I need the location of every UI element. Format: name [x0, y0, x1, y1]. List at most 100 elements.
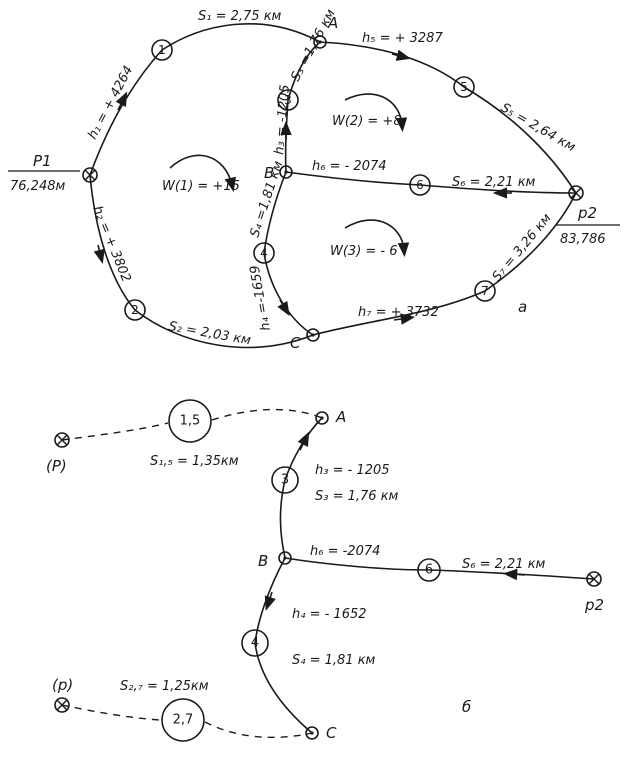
edge-b-4-C: [254, 642, 313, 734]
edge-5-P2: [463, 86, 577, 194]
point-b-B-symbol: [278, 551, 292, 565]
point-C-letter: C: [290, 334, 301, 352]
node-b6-circle: [417, 558, 441, 582]
node-2-circle: [124, 299, 146, 321]
benchmark-p-bottom-symbol: [54, 697, 70, 713]
node-5-label: 5: [460, 80, 468, 94]
panel-a: 1 2 3 4 5 6 7 P1 76,248м p2 83,786 A B C…: [8, 7, 620, 352]
arrow-b-h4: [264, 591, 276, 611]
label-s1: S₁ = 2,75 км: [198, 9, 282, 24]
b-label-s3: S₃ = 1,76 км: [315, 489, 399, 504]
node-b3-label: 3: [281, 473, 289, 488]
point-A-symbol: [313, 35, 327, 49]
node-6-label: 6: [416, 178, 424, 192]
edge-15-A-dashed: [211, 408, 323, 421]
b-point-C-letter: C: [326, 724, 337, 742]
node-1-label: 1: [158, 43, 166, 57]
node-4-circle: [253, 242, 275, 264]
edge-C-7: [312, 290, 486, 336]
benchmark-p2-symbol: [568, 185, 584, 201]
edge-27-C-dashed: [204, 721, 313, 739]
point-b-A-symbol: [315, 411, 329, 425]
label-h3: h₃ = -1205: [272, 84, 293, 155]
edge-p-27-dashed: [61, 704, 161, 721]
panel-b-tag: б: [462, 698, 471, 716]
panel-a-tag: а: [518, 298, 527, 316]
node-3-circle: [277, 89, 299, 111]
b-label-s6: S₆ = 2,21 км: [462, 557, 546, 572]
node-b6-label: 6: [425, 563, 433, 578]
node-27-circle: [161, 698, 205, 742]
panel-b: 1,5 2,7 3 4 6 A B C (P) (p) p2 S₁,₅ = 1,…: [46, 399, 604, 742]
node-15-circle: [168, 399, 212, 443]
edge-1-A: [161, 23, 321, 51]
arrow-h5: [391, 49, 411, 61]
node-2-label: 2: [131, 303, 139, 317]
edge-b-B-4: [254, 557, 286, 644]
node-15-label: 1,5: [180, 414, 201, 429]
loop-arc-2: [344, 93, 408, 133]
label-h4: h₄ =-1659: [248, 264, 274, 332]
node-b4-label: 4: [251, 636, 259, 651]
point-B-letter: B: [264, 164, 274, 182]
label-s6: S₆ = 2,21 км: [452, 175, 536, 190]
b-label-s15: S₁,₅ = 1,35км: [150, 454, 239, 469]
label-h2: h₂ = + 3802: [89, 204, 133, 284]
p1-height: 76,248м: [10, 179, 65, 194]
label-s3: S₃ =1,76 км: [288, 7, 339, 84]
loop-3-label: W(3) = - 6: [330, 244, 398, 259]
node-7-label: 7: [481, 284, 489, 298]
p2-name: p2: [577, 204, 597, 222]
b-P-top-label: (P): [46, 457, 67, 475]
edge-B-4: [263, 171, 287, 254]
arrow-h1: [115, 91, 128, 111]
label-h7: h₇ = + 3732: [358, 305, 439, 320]
label-h6: h₆ = - 2074: [312, 159, 387, 174]
edge-B-6: [285, 171, 421, 186]
b-label-h6: h₆ = -2074: [310, 544, 380, 559]
point-C-symbol: [306, 328, 320, 342]
b-p-bottom-label: (p): [52, 676, 73, 694]
benchmark-p2-b-symbol: [586, 571, 602, 587]
p1-name: P1: [33, 152, 52, 170]
loop-arc-1: [169, 154, 236, 193]
b-label-s4: S₄ = 1,81 км: [292, 653, 376, 668]
label-s5: S₅ = 2,64 км: [498, 100, 578, 155]
edge-7-P2: [484, 192, 577, 292]
arrow-h2: [93, 244, 105, 264]
edge-2-C: [134, 309, 314, 349]
b-p2-label: p2: [584, 596, 604, 614]
node-b3-circle: [271, 466, 299, 494]
arrow-h7: [393, 313, 416, 325]
node-3-label: 3: [284, 93, 292, 107]
arrow-h4: [277, 299, 290, 317]
node-7-circle: [474, 280, 496, 302]
p2-height: 83,786: [560, 232, 606, 247]
b-label-h3: h₃ = - 1205: [315, 463, 390, 478]
b-label-h4: h₄ = - 1652: [292, 607, 367, 622]
node-5-circle: [453, 76, 475, 98]
label-h5: h₅ = + 3287: [362, 31, 443, 46]
edge-A-5: [319, 41, 465, 88]
arrow-b-h6: [502, 568, 526, 581]
b-point-A-letter: A: [335, 408, 346, 426]
point-b-C-symbol: [305, 726, 319, 740]
arrow-b-h3: [297, 431, 310, 451]
point-A-letter: A: [327, 14, 338, 32]
node-6-circle: [409, 174, 431, 196]
node-b4-circle: [241, 629, 269, 657]
edge-b-B-6: [284, 557, 430, 571]
b-label-s27: S₂,₇ = 1,25км: [120, 679, 209, 694]
benchmark-P-top-symbol: [54, 432, 70, 448]
edge-p1-2: [89, 174, 136, 311]
edge-P-15-dashed: [61, 422, 169, 441]
b-point-B-letter: B: [258, 552, 268, 570]
benchmark-p1-symbol: [82, 167, 98, 183]
node-27-label: 2,7: [173, 713, 194, 728]
label-s7: S₇ = 3,26 км: [490, 211, 555, 285]
node-4-label: 4: [260, 246, 268, 260]
loop-1-label: W(1) = +15: [162, 179, 240, 194]
loop-arc-3: [344, 219, 410, 258]
label-h1: h₁ = + 4264: [85, 64, 136, 142]
